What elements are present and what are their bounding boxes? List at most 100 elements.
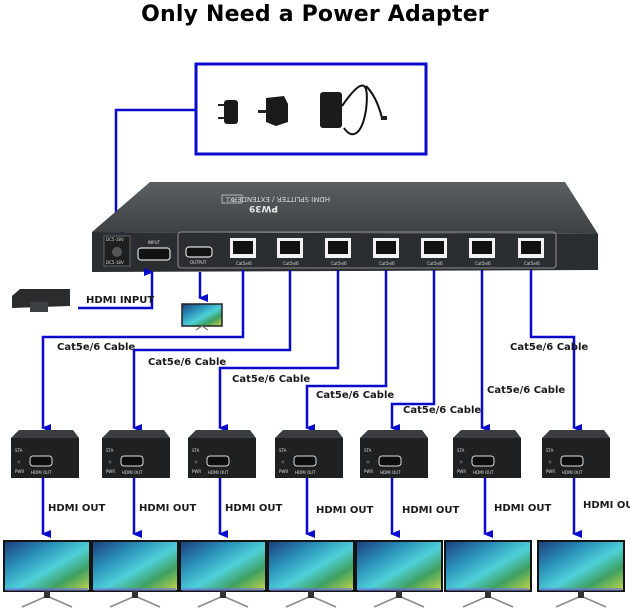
- monitor-glow: [447, 588, 529, 591]
- monitor-glow: [182, 588, 264, 591]
- cat-cable-line-4: [305, 270, 388, 432]
- receiver-top: [542, 430, 610, 438]
- cat-port-label: Cat5e/6: [427, 261, 443, 266]
- monitor-7: [537, 540, 625, 608]
- monitor-screen: [91, 540, 179, 592]
- monitor-6: [444, 540, 532, 608]
- receiver-sta-label: STA: [546, 448, 554, 453]
- power-cable-line: [114, 108, 196, 234]
- monitor-neck: [308, 591, 314, 598]
- source-device-tray: [30, 302, 48, 312]
- monitor-neck: [44, 591, 50, 598]
- receiver-pwr-label: PWR: [364, 469, 373, 474]
- receiver-sta-label: STA: [192, 448, 200, 453]
- monitor-screen: [179, 540, 267, 592]
- rj45-port-socket: [521, 241, 541, 254]
- cable-label-6: Cat5e/6 Cable: [487, 385, 566, 396]
- dc-port-sublabel: DC5-18V: [106, 260, 124, 265]
- cat-port-1: Cat5e/6: [230, 238, 256, 266]
- receiver-unit-2: STA PWR HDMI OUT: [102, 430, 170, 538]
- receiver-top: [11, 430, 79, 438]
- tx-badge-frame: [221, 194, 243, 204]
- transmitter-brand: PW39: [249, 203, 278, 213]
- receiver-sta-label: STA: [15, 448, 23, 453]
- receiver-hdmi-port: [293, 455, 317, 467]
- cat-port-label: Cat5e/6: [379, 261, 395, 266]
- hdmi-out-label-1: HDMI OUT: [48, 503, 106, 514]
- monitor-1: [3, 540, 91, 608]
- receiver-hdmi-port: [206, 455, 230, 467]
- hdmi-out-label-2: HDMI OUT: [139, 503, 197, 514]
- hdmi-out-label-3: HDMI OUT: [225, 503, 283, 514]
- receiver-hdmi-port: [560, 455, 584, 467]
- receiver-top: [102, 430, 170, 438]
- monitor-neck: [485, 591, 491, 598]
- source-device-body: [12, 289, 70, 308]
- receiver-led-icon: [459, 460, 463, 464]
- receiver-unit-3: STA PWR HDMI OUT: [188, 430, 256, 538]
- monitor-screen: [444, 540, 532, 592]
- receiver-led-icon: [548, 460, 552, 464]
- rj45-port-socket: [472, 241, 492, 254]
- receiver-pwr-label: PWR: [192, 469, 201, 474]
- receiver-hdmi-port: [378, 455, 402, 467]
- local-monitor-screen: [181, 303, 223, 327]
- monitor-screen: [267, 540, 355, 592]
- uk-plug-icon: [258, 96, 288, 126]
- receiver-port-label: HDMI OUT: [31, 470, 52, 475]
- dc-jack-icon: [112, 247, 122, 257]
- output-panel-frame: [177, 231, 557, 269]
- cat-port-label: Cat5e/6: [331, 261, 347, 266]
- monitor-screen: [537, 540, 625, 592]
- cat-port-6: Cat5e/6: [469, 238, 495, 266]
- rj45-port-socket: [233, 241, 253, 254]
- receiver-top: [275, 430, 343, 438]
- source-device: [12, 289, 70, 312]
- monitor-4: [267, 540, 355, 608]
- hdmi-input-port: [137, 247, 171, 261]
- local-monitor-stand: [195, 325, 209, 331]
- receiver-sta-label: STA: [106, 448, 114, 453]
- receiver-pwr-label: PWR: [279, 469, 288, 474]
- cat-cable-line-7: [529, 270, 582, 432]
- receiver-led-icon: [281, 460, 285, 464]
- monitor-2: [91, 540, 179, 608]
- hdmi-input-label: HDMI INPUT: [86, 295, 155, 306]
- receiver-pwr-label: PWR: [457, 469, 466, 474]
- monitor-glow: [6, 588, 88, 591]
- receiver-port-label: HDMI OUT: [208, 470, 229, 475]
- monitor-neck: [220, 591, 226, 598]
- cable-label-3: Cat5e/6 Cable: [232, 374, 311, 385]
- monitor-glow: [358, 588, 440, 591]
- power-adapter-box: [194, 62, 428, 156]
- output-port-label: OUTPUT: [190, 260, 207, 265]
- input-port-label: INPUT: [148, 240, 161, 245]
- monitor-neck: [132, 591, 138, 598]
- receiver-port-label: HDMI OUT: [122, 470, 143, 475]
- cat-cable-line-5: [390, 270, 436, 432]
- rj45-port-socket: [424, 241, 444, 254]
- hdmi-output-port: [185, 246, 213, 258]
- receiver-port-label: HDMI OUT: [562, 470, 583, 475]
- receiver-pwr-label: PWR: [106, 469, 115, 474]
- monitor-neck: [578, 591, 584, 598]
- receiver-unit-1: STA PWR HDMI OUT: [11, 430, 79, 538]
- cable-label-4: Cat5e/6 Cable: [316, 390, 395, 401]
- cat-port-7: Cat5e/6: [518, 238, 544, 266]
- receiver-hdmi-port: [120, 455, 144, 467]
- monitor-screen: [355, 540, 443, 592]
- monitor-neck: [396, 591, 402, 598]
- cat-port-label: Cat5e/6: [283, 261, 299, 266]
- hdmi-out-label-5: HDMI OUT: [402, 505, 460, 516]
- receiver-top: [188, 430, 256, 438]
- monitor-screen: [3, 540, 91, 592]
- receiver-pwr-label: PWR: [15, 469, 24, 474]
- local-monitor: [181, 303, 223, 331]
- receiver-port-label: HDMI OUT: [295, 470, 316, 475]
- monitor-glow: [94, 588, 176, 591]
- cat-port-label: Cat5e/6: [524, 261, 540, 266]
- receiver-hdmi-port: [471, 455, 495, 467]
